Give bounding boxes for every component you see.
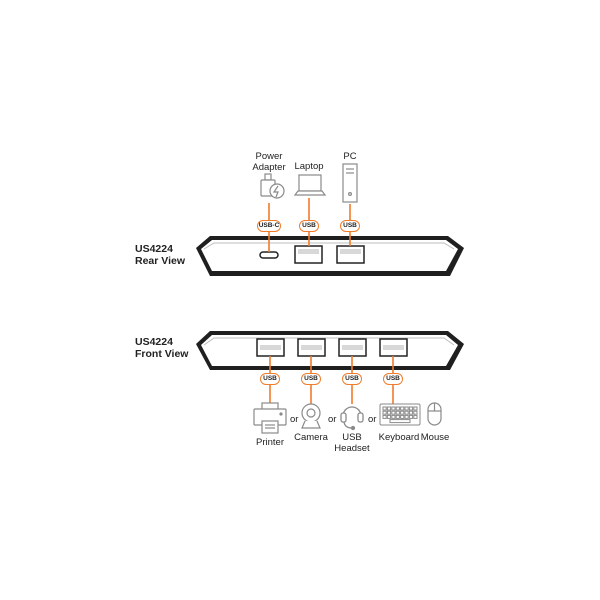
power-adapter-icon: [260, 173, 285, 199]
headset-icon: [340, 406, 364, 431]
rear-port-badge-usb-1: USB: [299, 220, 319, 232]
printer-icon: [253, 402, 287, 434]
front-port-badge-usb-3: USB: [342, 373, 362, 385]
mouse-icon: [427, 402, 442, 426]
front-device-body: [196, 331, 464, 370]
front-port-badge-usb-2: USB: [301, 373, 321, 385]
laptop-label: Laptop: [294, 161, 324, 172]
rear-device-body: [196, 236, 464, 276]
front-usb-port-4: [379, 338, 408, 357]
headset-label: USB Headset: [334, 432, 369, 454]
keyboard-key: [395, 410, 400, 415]
camera-label: Camera: [294, 432, 328, 443]
keyboard-key: [382, 410, 387, 415]
keyboard-key: [400, 410, 405, 415]
front-port-badge-usb-4: USB: [383, 373, 403, 385]
keyboard-key: [408, 410, 414, 415]
rear-usb-c-port: [259, 251, 279, 259]
keyboard-key: [400, 414, 405, 419]
rear-port-badge-usb-c: USB-C: [257, 220, 281, 232]
keyboard-key: [400, 406, 405, 411]
keyboard-key: [413, 410, 418, 415]
power-adapter-label-line1: Power: [255, 151, 283, 162]
keyboard-key: [386, 410, 392, 415]
keyboard-key: [413, 414, 418, 419]
pc-tower-icon: [342, 163, 358, 203]
headset-label-line1: USB: [342, 432, 362, 443]
pc-label: PC: [343, 151, 357, 162]
keyboard-key: [413, 406, 418, 411]
power-adapter-label: Power Adapter: [252, 151, 285, 173]
or-text-2: or: [328, 414, 337, 425]
webcam-icon: [301, 403, 321, 429]
rear-port-badge-usb-2: USB: [340, 220, 360, 232]
keyboard-key: [395, 414, 400, 419]
keyboard-key: [391, 410, 396, 415]
front-view-title: US4224 Front View: [135, 336, 188, 360]
or-text-3: or: [368, 414, 377, 425]
rear-view-title: US4224 Rear View: [135, 243, 185, 267]
keyboard-key: [386, 414, 392, 419]
front-usb-port-2: [297, 338, 326, 357]
printer-label: Printer: [256, 437, 284, 448]
keyboard-key: [404, 406, 409, 411]
rear-view-text: Rear View: [135, 255, 186, 267]
headset-label-line2: Headset: [334, 443, 370, 454]
front-port-badge-usb-1: USB: [260, 373, 280, 385]
front-usb-port-3: [338, 338, 367, 357]
rear-usb-port-1: [294, 245, 323, 264]
mouse-label: Mouse: [420, 432, 450, 443]
keyboard-key: [404, 414, 409, 419]
laptop-icon: [293, 174, 327, 196]
keyboard-spacebar: [389, 419, 411, 424]
power-adapter-label-line2: Adapter: [252, 162, 286, 173]
keyboard-key: [408, 414, 414, 419]
front-view-text: Front View: [135, 348, 189, 360]
keyboard-key: [386, 406, 392, 411]
keyboard-key: [391, 406, 396, 411]
keyboard-key: [395, 406, 400, 411]
keyboard-key: [404, 410, 409, 415]
keyboard-key: [382, 406, 387, 411]
rear-model-text: US4224: [135, 243, 173, 255]
keyboard-key: [408, 406, 414, 411]
keyboard-icon: [379, 403, 421, 426]
front-model-text: US4224: [135, 336, 173, 348]
or-text-1: or: [290, 414, 299, 425]
keyboard-key: [382, 414, 387, 419]
keyboard-label: Keyboard: [378, 432, 420, 443]
keyboard-key: [391, 414, 396, 419]
rear-usb-port-2: [336, 245, 365, 264]
front-usb-port-1: [256, 338, 285, 357]
